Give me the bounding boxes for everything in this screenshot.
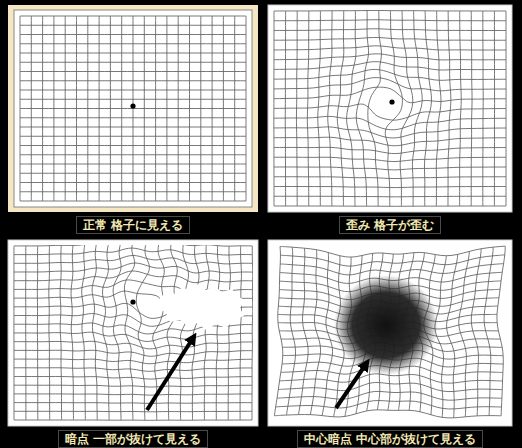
panel-caption: 中心暗点 中心部が抜けて見える	[297, 430, 483, 448]
scotoma-patch	[158, 284, 246, 330]
grid-line	[278, 382, 502, 391]
grid-line	[136, 245, 149, 420]
grid-line	[435, 256, 446, 418]
grid-panel	[8, 5, 258, 212]
grid-line	[20, 173, 246, 174]
grid-line	[274, 62, 506, 70]
grid-line	[274, 69, 506, 80]
grid-line	[228, 246, 230, 420]
grid-line	[240, 246, 241, 420]
panel-frame	[8, 5, 258, 212]
fixation-dot	[130, 103, 135, 108]
grid-line	[14, 402, 252, 404]
panel-caption: 正常 格子に見える	[76, 216, 190, 234]
grid-line	[14, 394, 252, 395]
grid-line	[274, 186, 506, 187]
grid-panel	[8, 240, 258, 426]
grid-line	[424, 11, 431, 206]
grid-line	[459, 251, 470, 416]
grid-line	[14, 271, 253, 283]
grid-line	[223, 16, 224, 201]
grid-line	[298, 248, 308, 414]
grid-line	[494, 11, 495, 206]
grid-line	[192, 246, 199, 421]
fixation-dot	[130, 299, 135, 304]
grid-line	[322, 252, 332, 415]
grid-line	[400, 11, 413, 207]
grid-line	[277, 391, 502, 400]
grid-line	[20, 191, 246, 192]
grid-line	[471, 249, 481, 416]
grid-line	[385, 11, 402, 207]
grid-line	[276, 401, 502, 409]
grid-background	[268, 5, 512, 212]
grid-line	[274, 196, 506, 198]
grid-lines	[274, 246, 505, 418]
grid-line	[20, 182, 246, 183]
fixation-dot	[389, 99, 394, 104]
grid-background	[8, 240, 258, 426]
grid-background	[14, 10, 252, 207]
grid-panel	[268, 5, 512, 212]
grid-line	[356, 11, 368, 207]
panel-caption: 歪み 格子が歪む	[339, 216, 441, 234]
grid-line	[251, 246, 253, 420]
grid-line	[412, 11, 422, 207]
pointer-arrow	[147, 338, 193, 410]
grid-line	[447, 254, 458, 417]
grid-line	[167, 245, 177, 420]
grid-line	[14, 341, 252, 349]
pointer-arrow	[336, 364, 366, 408]
grid-line	[14, 323, 252, 334]
grid-line	[234, 16, 235, 201]
grid-line	[436, 11, 441, 206]
grid-lines	[274, 10, 506, 206]
grid-panel	[268, 240, 512, 426]
grid-line	[14, 420, 252, 421]
grid-line	[484, 247, 493, 415]
grid-line	[14, 350, 252, 356]
grid-line	[20, 201, 246, 202]
grid-background	[268, 240, 512, 426]
grid-line	[274, 177, 506, 179]
grid-line	[14, 411, 252, 413]
grid-lines	[14, 245, 253, 420]
grid-line	[113, 245, 121, 420]
grid-line	[280, 374, 503, 383]
grid-line	[482, 11, 483, 206]
grid-line	[180, 245, 189, 420]
grid-line	[14, 332, 252, 341]
central-scotoma	[334, 275, 438, 375]
grid-line	[506, 11, 507, 206]
panel-caption: 暗点 一部が抜けて見える	[58, 430, 208, 448]
grid-line	[274, 410, 501, 418]
grid-line	[280, 246, 505, 257]
grid-lines	[20, 16, 246, 201]
grid-line	[246, 16, 247, 201]
grid-line	[124, 245, 134, 420]
grid-line	[347, 11, 356, 206]
grid-line	[497, 246, 505, 416]
grid-line	[274, 206, 506, 207]
